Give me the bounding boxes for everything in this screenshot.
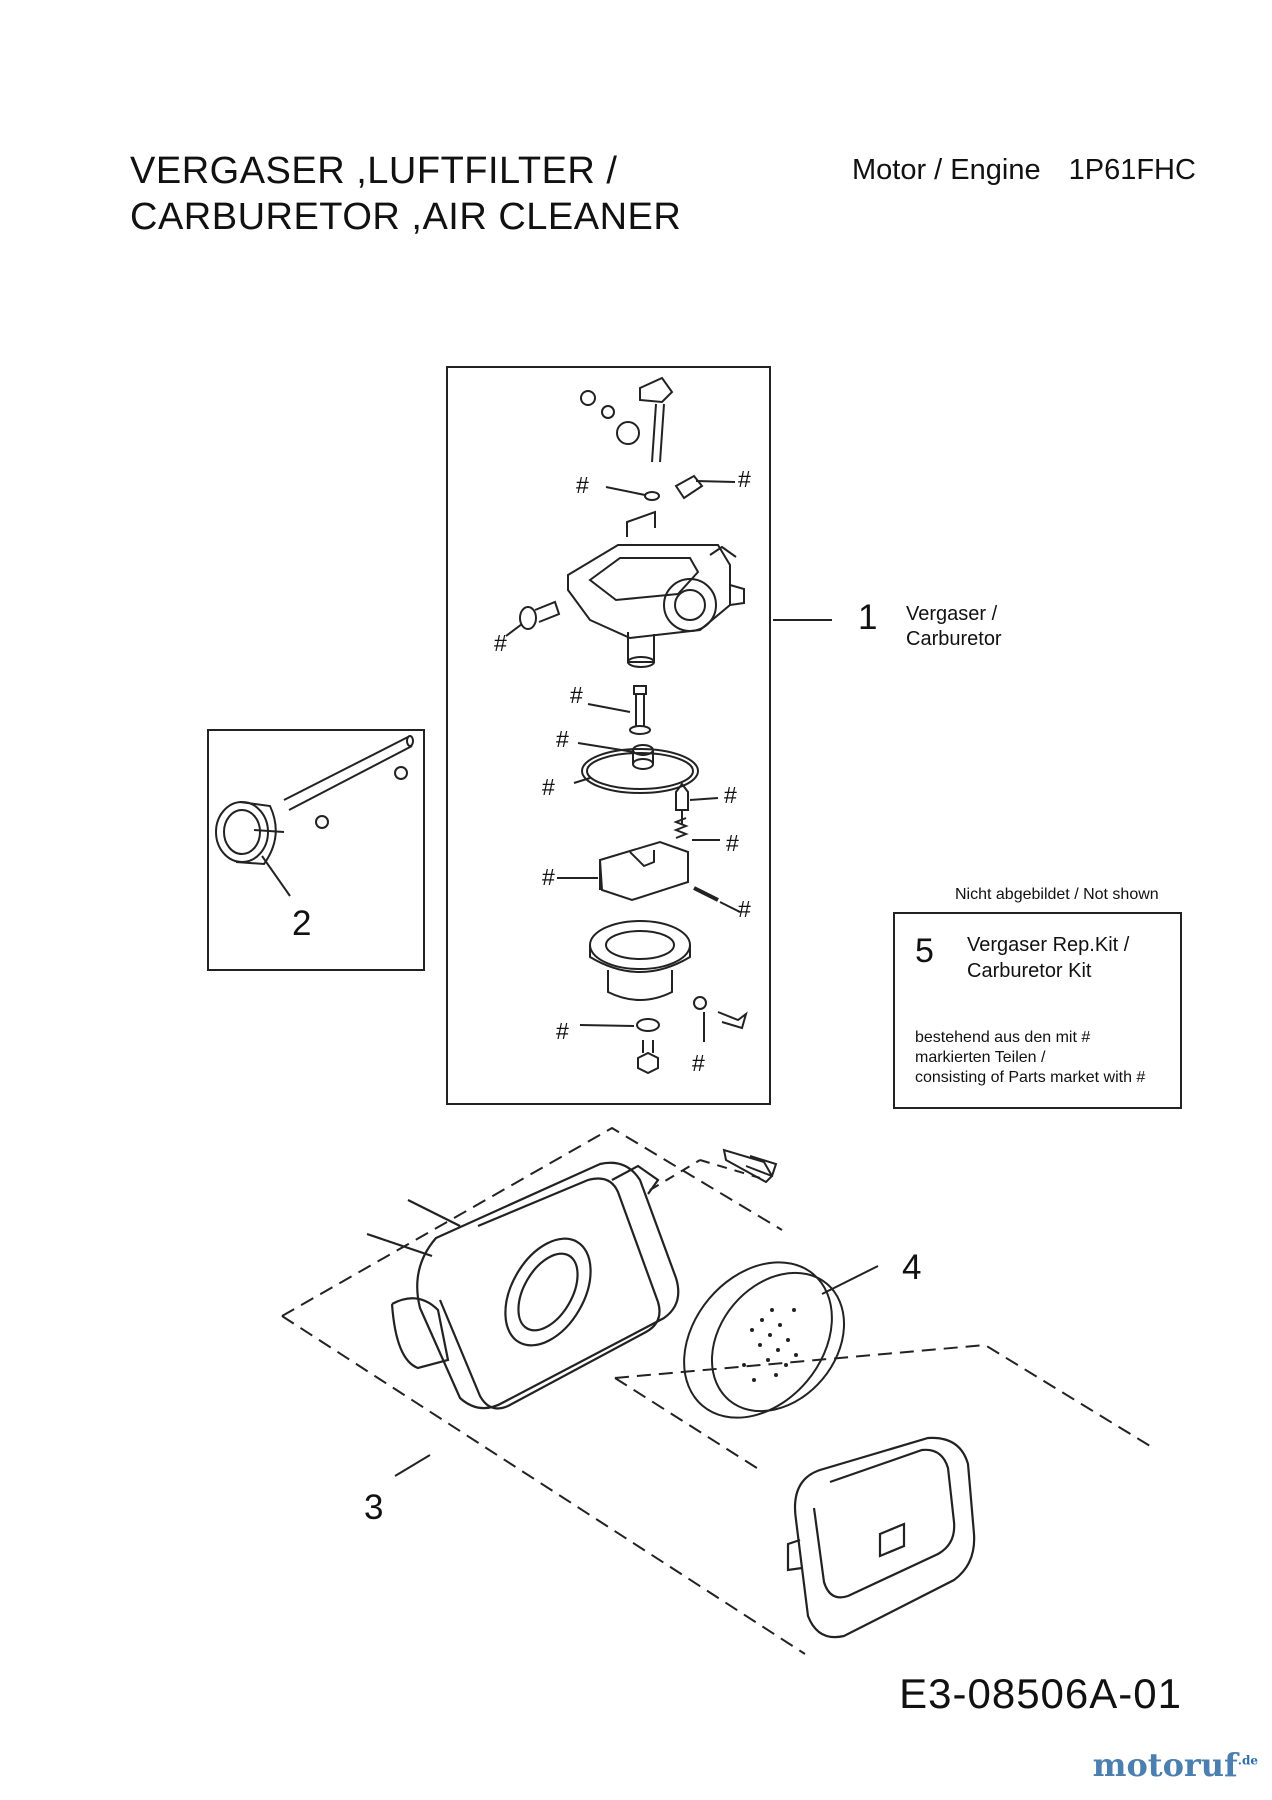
air-cleaner-bolt — [722, 1148, 778, 1184]
primer-tube — [283, 735, 414, 811]
kit-marker: # — [542, 774, 555, 800]
engine-model: 1P61FHC — [1068, 154, 1196, 186]
callout-1-label-line-1: Vergaser / — [906, 603, 998, 625]
callout-1-label: Vergaser / Carburetor — [906, 602, 1002, 652]
main-nozzle — [629, 685, 651, 735]
kit-desc-line-2: markierten Teilen / — [915, 1049, 1046, 1066]
float-pin — [693, 886, 719, 902]
kit-marker: # — [494, 630, 507, 656]
filter-mesh — [742, 1308, 798, 1382]
carburetor-body — [567, 510, 745, 668]
kit-marker: # — [738, 896, 751, 922]
primer-group-frame — [207, 729, 425, 971]
kit-marker: # — [570, 682, 583, 708]
kit-desc-line-1: bestehend aus den mit # — [915, 1029, 1091, 1046]
kit-title: Vergaser Rep.Kit / Carburetor Kit — [967, 932, 1129, 984]
brand-name: motoruf — [1092, 1746, 1238, 1784]
engine-label: Motor / Engine — [852, 154, 1041, 186]
kit-number: 5 — [915, 932, 934, 970]
float-valve-seat — [632, 744, 654, 770]
document-id: E3-08506A-01 — [899, 1670, 1182, 1717]
engine-info: Motor / Engine 1P61FHC — [852, 154, 1224, 187]
title-line-1: VERGASER ,LUFTFILTER / — [130, 150, 618, 192]
carburetor-group-frame — [446, 366, 771, 1105]
callout-4-leader — [821, 1265, 879, 1295]
bowl-washer — [636, 1018, 660, 1032]
kit-marker: # — [556, 1018, 569, 1044]
primer-clip-1 — [315, 815, 329, 829]
carburetor-float — [598, 840, 689, 902]
not-shown-note: Nicht abgebildet / Not shown — [955, 886, 1159, 903]
primer-bulb — [215, 801, 285, 866]
pilot-screw — [519, 600, 561, 630]
float-bowl-gasket — [581, 748, 699, 794]
air-cleaner-cover — [786, 1436, 976, 1639]
callout-4-number: 4 — [902, 1248, 922, 1287]
callout-3-number: 3 — [364, 1488, 384, 1527]
idle-screw — [674, 474, 704, 500]
primer-clip-2 — [394, 766, 408, 780]
float-bowl — [589, 920, 691, 1001]
kit-description: bestehend aus den mit # markierten Teile… — [915, 1028, 1145, 1088]
kit-desc-line-3: consisting of Parts market with # — [915, 1069, 1146, 1086]
needle-valve — [675, 782, 689, 824]
callout-1-label-line-2: Carburetor — [906, 628, 1002, 650]
callout-1-number: 1 — [858, 598, 878, 637]
throttle-shaft — [580, 376, 674, 463]
carburetor-kit-box: 5 Vergaser Rep.Kit / Carburetor Kit best… — [893, 912, 1182, 1109]
air-cleaner-base — [366, 1161, 680, 1410]
kit-marker: # — [576, 472, 589, 498]
bowl-side-screw — [693, 996, 748, 1030]
kit-title-line-1: Vergaser Rep.Kit / — [967, 934, 1130, 956]
diagram-title: VERGASER ,LUFTFILTER / CARBURETOR ,AIR C… — [130, 148, 681, 240]
kit-marker: # — [738, 466, 751, 492]
kit-marker: # — [556, 726, 569, 752]
bowl-drain-screw — [637, 1040, 659, 1075]
callout-2-number: 2 — [292, 904, 312, 943]
kit-marker: # — [724, 782, 737, 808]
kit-marker: # — [692, 1050, 705, 1076]
brand-suffix: .de — [1237, 1753, 1258, 1768]
kit-marker: # — [726, 830, 739, 856]
air-filter-element — [683, 1261, 846, 1419]
brand-logo: motoruf.de — [1093, 1746, 1258, 1784]
kit-title-line-2: Carburetor Kit — [967, 960, 1092, 982]
callout-3-leader — [394, 1454, 431, 1477]
callout-2-leader — [261, 855, 291, 897]
needle-spring — [673, 817, 689, 839]
dashed-plane-3 — [281, 1126, 783, 1317]
small-washer — [644, 491, 660, 501]
title-line-2: CARBURETOR ,AIR CLEANER — [130, 196, 682, 238]
kit-marker: # — [542, 864, 555, 890]
dashed-plane-4 — [614, 1343, 1151, 1447]
